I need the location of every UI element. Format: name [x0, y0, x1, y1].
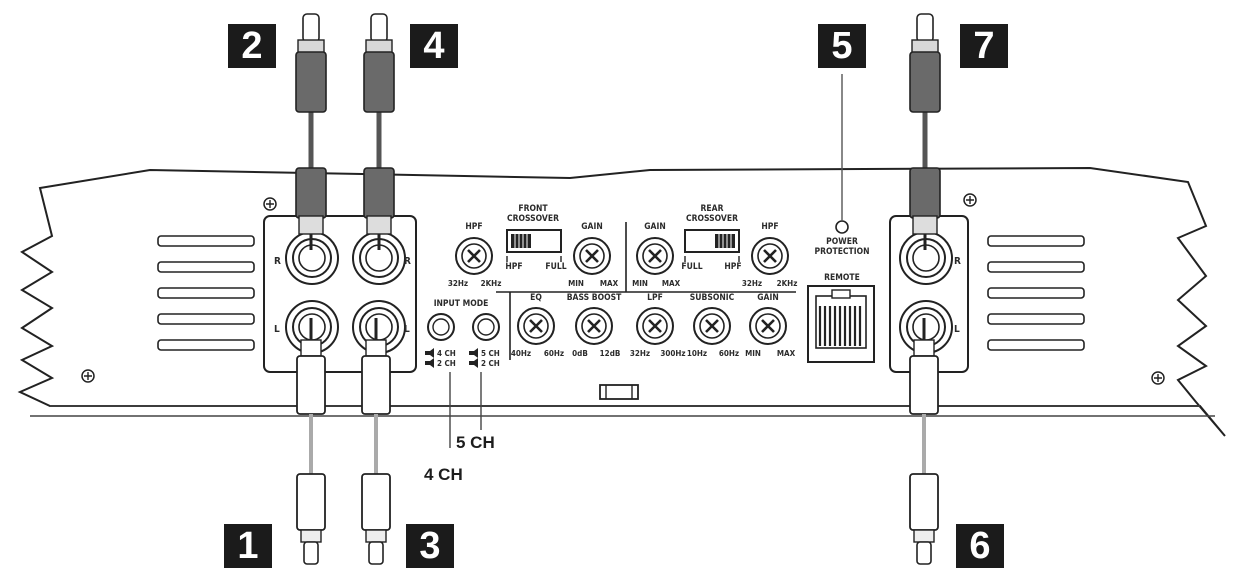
rca-cable-top-rear — [363, 13, 395, 250]
front-hpf-label: HPF — [465, 222, 482, 232]
mode-label-leaders — [449, 372, 482, 448]
subsonic-min-label: 10Hz — [687, 349, 707, 358]
subsonic-label: SUBSONIC — [690, 293, 735, 303]
screw-icon — [963, 193, 977, 207]
front-crossover-label-1: FRONT — [518, 204, 548, 214]
sub-gain-label: GAIN — [757, 293, 778, 303]
callout-2: 2 — [228, 24, 276, 68]
input-mode-option-5ch: 5 CH — [481, 349, 500, 358]
callout-5: 5 — [818, 24, 866, 68]
rear-crossover-switch[interactable] — [684, 229, 740, 262]
rear-hpf-label: HPF — [761, 222, 778, 232]
rca-cable-bottom-sub — [909, 318, 939, 565]
rear-full-position-label: FULL — [681, 262, 702, 272]
rear-hpf-knob[interactable] — [750, 236, 790, 276]
rear-crossover-label-1: REAR — [701, 204, 724, 214]
rear-gain-min-label: MIN — [632, 279, 648, 288]
fuse-holder — [599, 384, 639, 400]
jack-label-r: R — [954, 256, 961, 267]
subsonic-max-label: 60Hz — [719, 349, 739, 358]
callout-4: 4 — [410, 24, 458, 68]
remote-label: REMOTE — [824, 273, 860, 283]
eq-label: EQ — [530, 293, 542, 303]
sub-gain-max-label: MAX — [777, 349, 796, 358]
power-protection-led — [835, 220, 849, 234]
eq-knob[interactable] — [516, 306, 556, 346]
rca-cable-bottom-front — [296, 318, 326, 565]
rear-gain-knob[interactable] — [635, 236, 675, 276]
eq-min-label: 40Hz — [511, 349, 531, 358]
screw-icon — [1151, 371, 1165, 385]
lpf-min-label: 32Hz — [630, 349, 650, 358]
sub-gain-min-label: MIN — [745, 349, 761, 358]
front-gain-label: GAIN — [581, 222, 602, 232]
input-mode-option-2ch: 2 CH — [437, 359, 456, 368]
jack-label-r: R — [404, 256, 411, 267]
control-panel-dividers — [496, 222, 796, 360]
bass-boost-knob[interactable] — [574, 306, 614, 346]
front-gain-min-label: MIN — [568, 279, 584, 288]
eq-max-label: 60Hz — [544, 349, 564, 358]
speaker-icon — [425, 348, 478, 368]
front-full-position-label: FULL — [545, 262, 566, 272]
bass-boost-max-label: 12dB — [600, 349, 621, 358]
bass-boost-label: BASS BOOST — [567, 293, 622, 303]
callout-6: 6 — [956, 524, 1004, 568]
power-protection-label-1: POWER — [826, 237, 858, 247]
front-hpf-knob[interactable] — [454, 236, 494, 276]
callout-1: 1 — [224, 524, 272, 568]
rear-gain-label: GAIN — [644, 222, 665, 232]
front-hpf-position-label: HPF — [505, 262, 522, 272]
front-crossover-label-2: CROSSOVER — [507, 214, 559, 224]
lpf-knob[interactable] — [635, 306, 675, 346]
jack-label-l: L — [954, 324, 960, 335]
amplifier-bottom-edge — [30, 405, 1215, 417]
front-hpf-max-label: 2KHz — [481, 279, 502, 288]
front-gain-knob[interactable] — [572, 236, 612, 276]
callout-3: 3 — [406, 524, 454, 568]
rear-hpf-max-label: 2KHz — [777, 279, 798, 288]
vent-slots-right — [987, 235, 1085, 351]
rear-hpf-min-label: 32Hz — [742, 279, 762, 288]
input-mode-button-left[interactable] — [427, 313, 455, 341]
jack-label-l: L — [274, 324, 280, 335]
screw-icon — [263, 197, 277, 211]
subsonic-knob[interactable] — [692, 306, 732, 346]
input-mode-button-right[interactable] — [472, 313, 500, 341]
rca-cable-top-front — [295, 13, 327, 250]
rca-cable-top-sub — [909, 13, 941, 250]
mode-label-5ch: 5 CH — [456, 433, 495, 452]
rear-crossover-label-2: CROSSOVER — [686, 214, 738, 224]
input-mode-label: INPUT MODE — [434, 299, 489, 309]
remote-port[interactable] — [807, 285, 875, 363]
vent-slots-left — [157, 235, 255, 351]
bass-boost-min-label: 0dB — [572, 349, 588, 358]
sub-gain-knob[interactable] — [748, 306, 788, 346]
front-hpf-min-label: 32Hz — [448, 279, 468, 288]
lpf-label: LPF — [647, 293, 663, 303]
power-protection-label-2: PROTECTION — [814, 247, 869, 257]
callout-7: 7 — [960, 24, 1008, 68]
front-gain-max-label: MAX — [600, 279, 619, 288]
front-crossover-switch[interactable] — [506, 229, 562, 262]
rear-gain-max-label: MAX — [662, 279, 681, 288]
rear-hpf-position-label: HPF — [724, 262, 741, 272]
screw-icon — [81, 369, 95, 383]
input-mode-option-2ch: 2 CH — [481, 359, 500, 368]
rca-cable-bottom-rear — [361, 318, 391, 565]
mode-label-4ch: 4 CH — [424, 465, 463, 484]
input-mode-option-4ch: 4 CH — [437, 349, 456, 358]
lpf-max-label: 300Hz — [660, 349, 685, 358]
jack-label-l: L — [404, 324, 410, 335]
jack-label-r: R — [274, 256, 281, 267]
